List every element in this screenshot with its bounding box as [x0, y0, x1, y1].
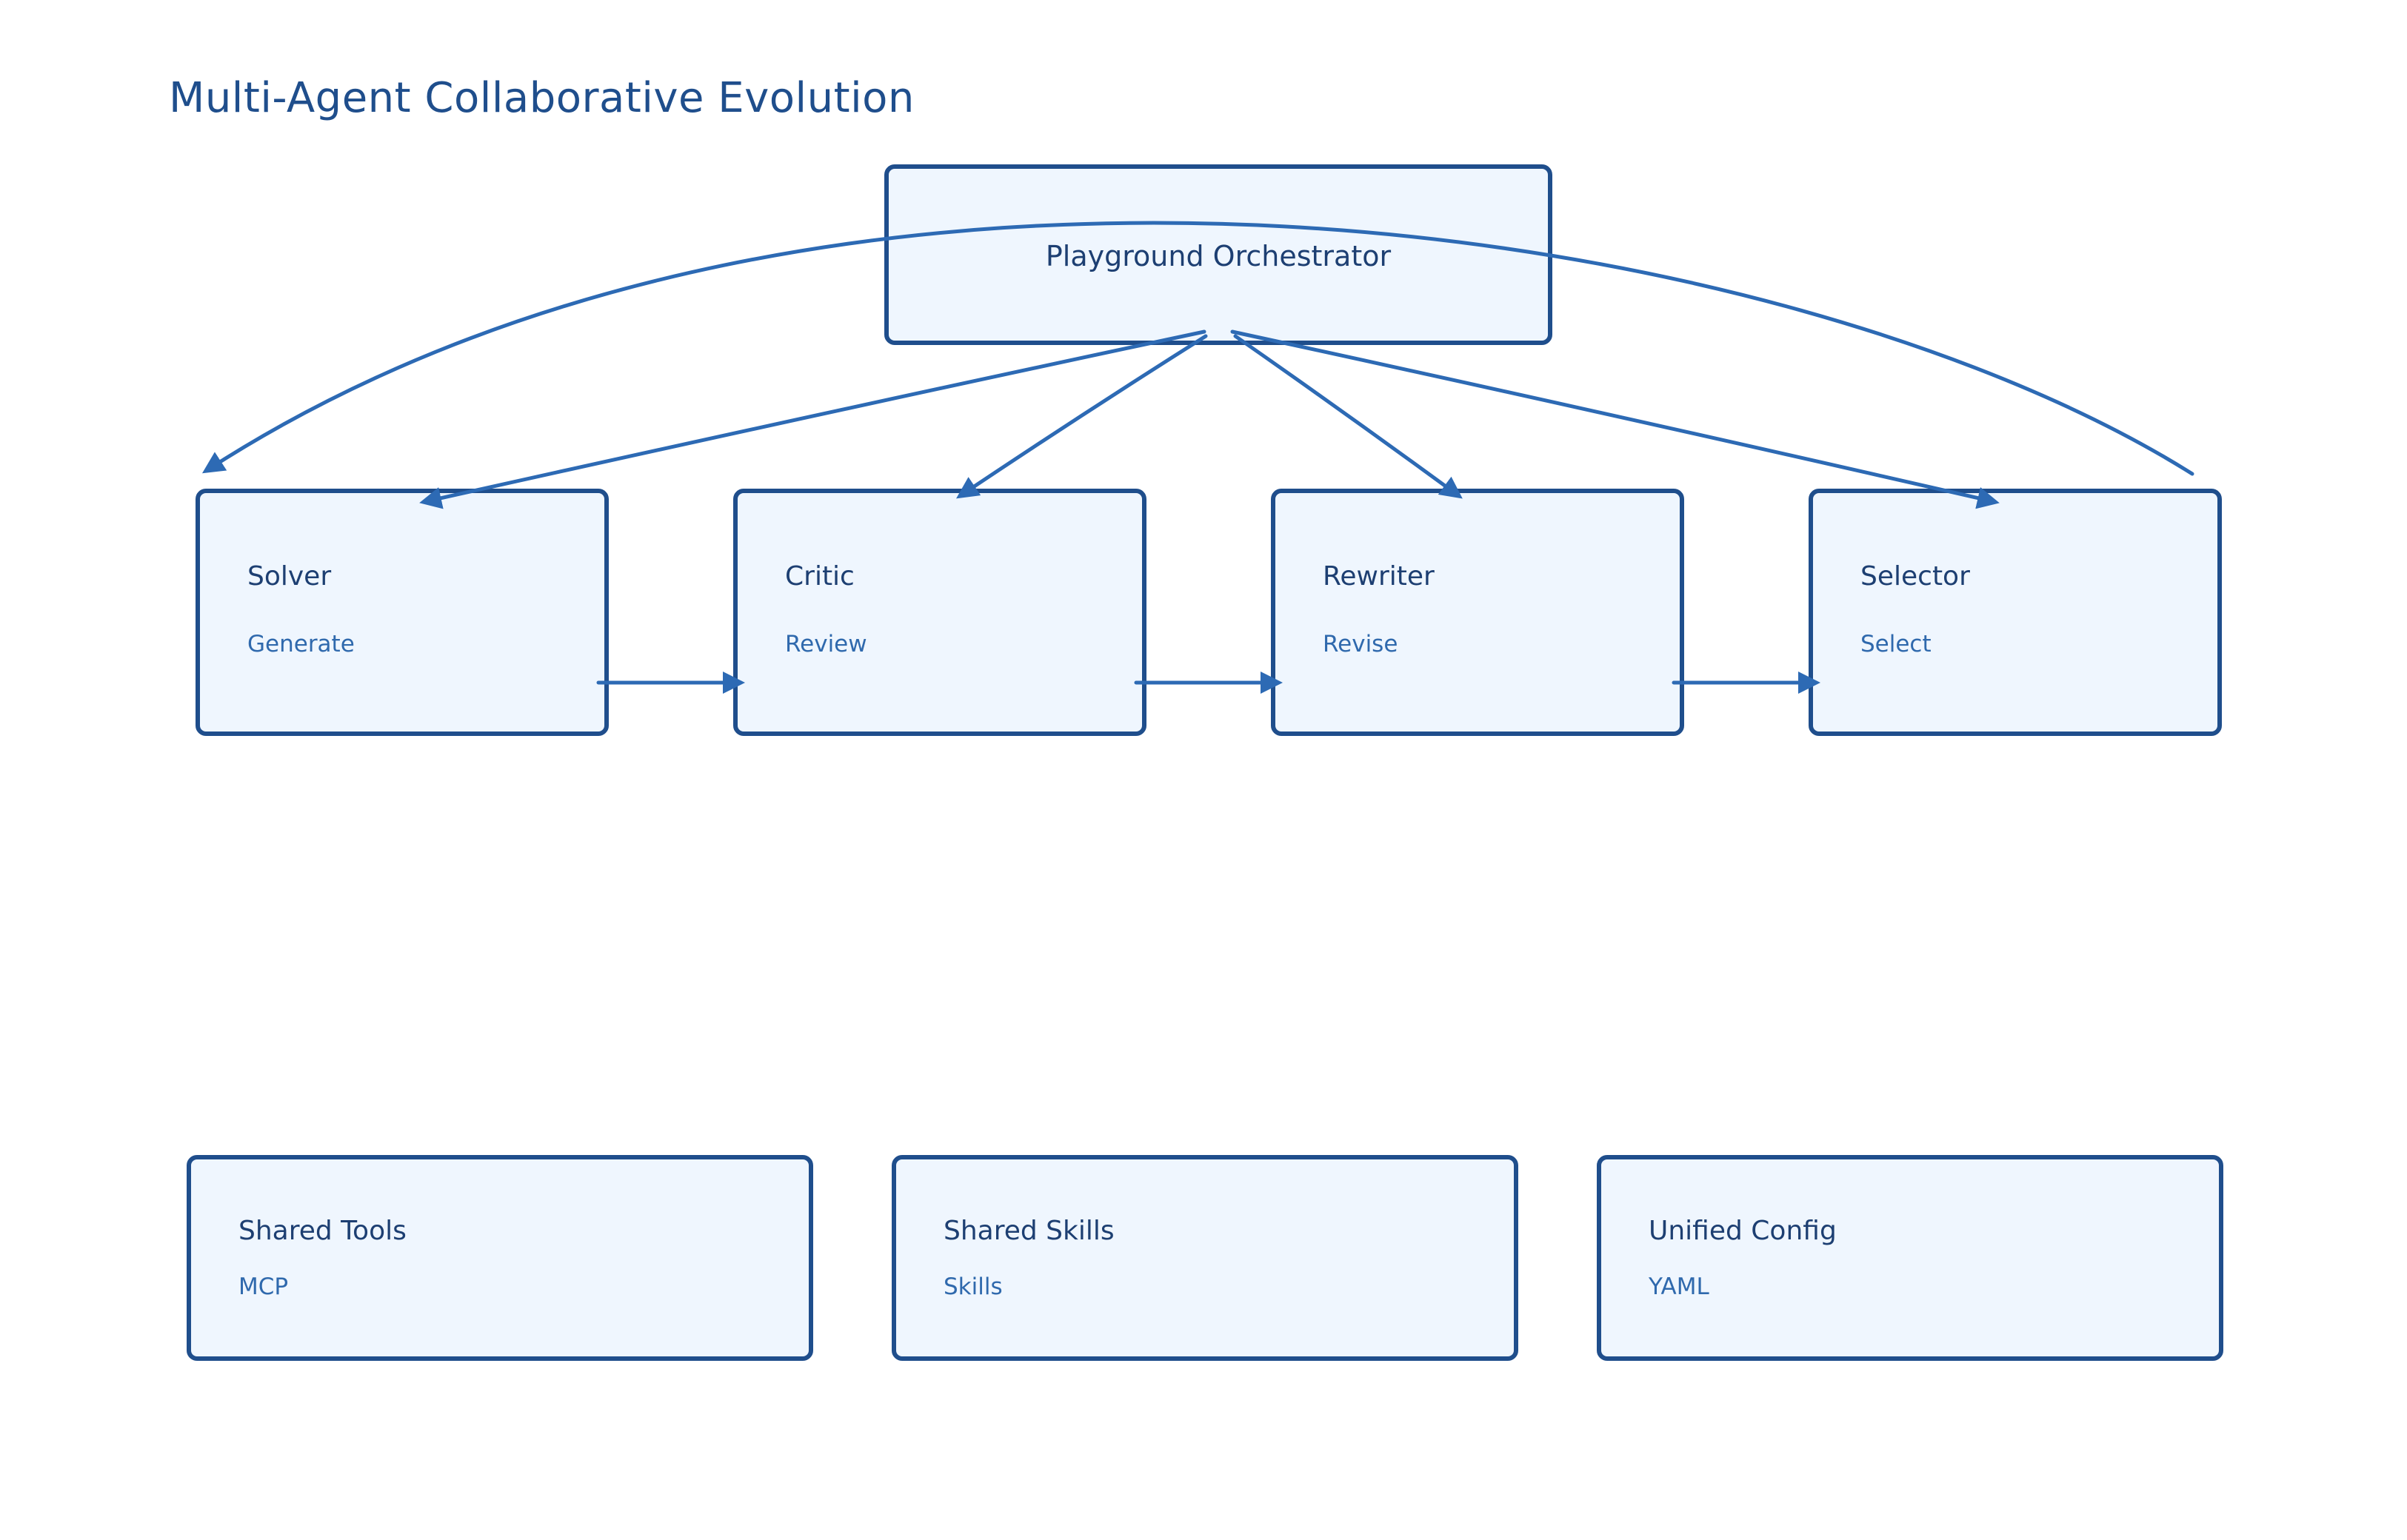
shared-label: Shared Skills	[944, 1216, 1115, 1246]
edge-orchestrator-rewriter	[1233, 334, 1463, 499]
orchestrator-label: Playground Orchestrator	[1045, 240, 1392, 272]
agent-label: Solver	[247, 561, 332, 592]
edge-orchestrator-selector	[1230, 329, 2000, 509]
shared-node-tools[interactable]: Shared Tools MCP	[187, 1155, 813, 1361]
edge-orchestrator-critic	[956, 334, 1208, 499]
agent-sublabel: Review	[785, 631, 867, 657]
agent-sublabel: Revise	[1323, 631, 1398, 657]
shared-label: Shared Tools	[238, 1216, 407, 1246]
shared-label: Unified Config	[1649, 1216, 1837, 1246]
agent-sublabel: Generate	[247, 631, 355, 657]
agent-label: Selector	[1860, 561, 1970, 592]
shared-node-config[interactable]: Unified Config YAML	[1597, 1155, 2223, 1361]
diagram-title: Multi-Agent Collaborative Evolution	[169, 74, 915, 122]
agent-node-critic[interactable]: Critic Review	[733, 489, 1146, 736]
agent-sublabel: Select	[1860, 631, 1932, 657]
agent-node-solver[interactable]: Solver Generate	[196, 489, 609, 736]
shared-sublabel: MCP	[238, 1273, 289, 1300]
agent-label: Rewriter	[1323, 561, 1435, 592]
orchestrator-node[interactable]: Playground Orchestrator	[884, 164, 1552, 345]
agent-label: Critic	[785, 561, 855, 592]
shared-node-skills[interactable]: Shared Skills Skills	[892, 1155, 1518, 1361]
edge-orchestrator-solver	[419, 329, 1206, 509]
agent-node-rewriter[interactable]: Rewriter Revise	[1271, 489, 1684, 736]
shared-sublabel: Skills	[944, 1273, 1003, 1300]
shared-sublabel: YAML	[1649, 1273, 1709, 1300]
agent-node-selector[interactable]: Selector Select	[1809, 489, 2222, 736]
